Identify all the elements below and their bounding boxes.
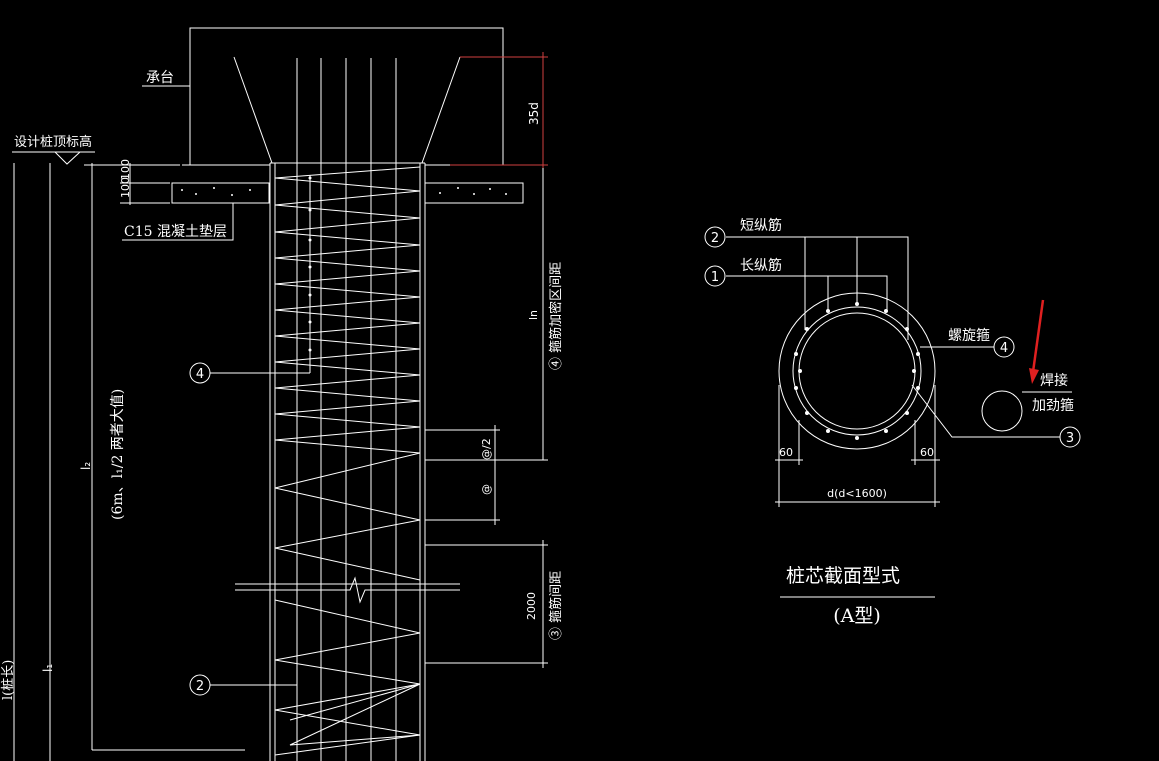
l1-label: l₁ [41, 664, 55, 672]
cap-label: 承台 [146, 70, 174, 86]
section-inner-circle [798, 312, 916, 430]
svg-text:2: 2 [196, 679, 204, 694]
svg-text:4: 4 [1000, 341, 1008, 356]
spiral-stirrup-dense [274, 166, 421, 454]
short-bar-label: 短纵筋 [740, 217, 782, 234]
dim-60-left: 60 [779, 446, 793, 459]
anchor-flare-left [233, 56, 273, 164]
ln-label: ln [527, 310, 540, 320]
marker-2-section[interactable] [704, 226, 726, 248]
section-title: 桩芯截面型式 [786, 565, 900, 587]
long-bar-label: 长纵筋 [740, 257, 782, 274]
cushion-hatch [181, 187, 507, 196]
l2-label: l₂ [79, 462, 93, 470]
section-bar-dots [794, 302, 920, 440]
dim-100-lower: 100 [119, 177, 132, 198]
pile-length-label: l(桩长) [1, 660, 16, 700]
stirrup-spacing-label: ③ 箍筋间距 [548, 571, 564, 640]
break-line [235, 576, 460, 604]
svg-text:3: 3 [1066, 431, 1074, 446]
l2-rule-label: (6m、l₁/2 两者大值) [110, 389, 126, 520]
dim-60-right: 60 [920, 446, 934, 459]
pile-top-label: 设计桩顶标高 [14, 134, 92, 150]
cap-longitudinal-bars [296, 58, 397, 165]
section-subtitle: (A型) [833, 605, 881, 627]
annotation-arrow [1029, 299, 1045, 384]
left-dimensions [13, 163, 245, 761]
stiffener-label: 加劲箍 [1032, 397, 1074, 414]
pile-section: 2 短纵筋 1 长纵筋 4 螺旋箍 焊接 加劲箍 3 [704, 217, 1081, 627]
weld-label: 焊接 [1040, 372, 1068, 389]
right-dimensions [425, 168, 548, 668]
svg-text:1: 1 [711, 270, 719, 285]
marker-3-section[interactable] [1059, 426, 1081, 448]
anchor-flare-right [421, 56, 461, 164]
spiral-stirrup-normal [274, 452, 421, 581]
svg-text:4: 4 [196, 367, 204, 382]
densify-zone-label: ④ 箍筋加密区间距 [548, 262, 564, 370]
level-marker-triangle [53, 151, 82, 165]
dim-2000-label: 2000 [525, 592, 538, 620]
spiral-ring [792, 306, 922, 436]
svg-text:2: 2 [711, 231, 719, 246]
cushion-slab-left [171, 182, 270, 204]
section-outer-circle [778, 292, 936, 450]
spiral-label: 螺旋箍 [948, 327, 990, 344]
dim-diameter: d(d<1600) [827, 487, 887, 500]
pile-cap-outline [189, 27, 504, 165]
dim-100-upper: 100 [119, 159, 132, 180]
marker-4-section[interactable] [993, 336, 1015, 358]
stiffener-ring-detail [981, 390, 1023, 432]
spacing-half-label: @/2 [480, 438, 493, 460]
cushion-label: C15 混凝土垫层 [124, 224, 227, 240]
section-dimensions [775, 385, 940, 507]
marker-1-section[interactable] [704, 265, 726, 287]
svg-text:35d: 35d [527, 102, 541, 125]
pile-elevation: 设计桩顶标高 承台 C15 混凝土垫层 100 100 l₂ (6m、l₁/2 … [1, 27, 564, 761]
dim-35d: 35d [450, 52, 548, 170]
spacing-label: @ [480, 484, 493, 495]
